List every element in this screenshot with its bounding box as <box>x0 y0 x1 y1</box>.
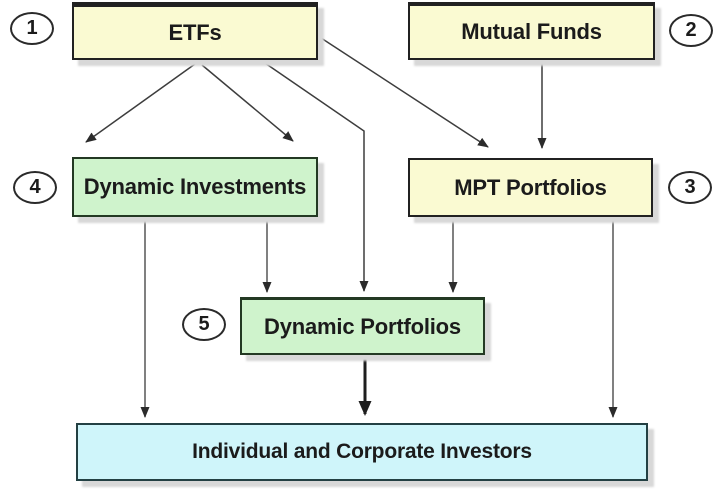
node-etfs-label: ETFs <box>168 19 222 45</box>
node-etfs: ETFs <box>72 2 318 60</box>
node-mpt-portfolios: MPT Portfolios <box>408 158 653 217</box>
node-mpt-portfolios-label: MPT Portfolios <box>454 174 607 200</box>
step-badge-3: 3 <box>668 171 712 204</box>
step-badge-2-number: 2 <box>685 19 697 41</box>
node-mutual-funds-label: Mutual Funds <box>461 19 602 44</box>
edge-etfs-to-dynamic-investments-right <box>201 64 294 142</box>
step-badge-3-number: 3 <box>684 176 696 198</box>
step-badge-4: 4 <box>13 171 57 204</box>
node-dynamic-portfolios: Dynamic Portfolios <box>240 297 485 355</box>
node-investors: Individual and Corporate Investors <box>76 423 648 481</box>
step-badge-1-number: 1 <box>26 17 38 39</box>
step-badge-1: 1 <box>10 12 54 45</box>
step-badge-4-number: 4 <box>29 176 41 198</box>
node-dynamic-investments: Dynamic Investments <box>72 157 318 217</box>
node-dynamic-investments-label: Dynamic Investments <box>83 174 307 199</box>
node-mutual-funds: Mutual Funds <box>408 2 655 60</box>
node-investors-label: Individual and Corporate Investors <box>192 440 532 463</box>
step-badge-5: 5 <box>182 308 226 341</box>
node-dynamic-portfolios-label: Dynamic Portfolios <box>264 313 461 339</box>
edge-etfs-to-dynamic-investments-left <box>85 63 196 143</box>
step-badge-2: 2 <box>669 14 713 47</box>
step-badge-5-number: 5 <box>198 313 210 335</box>
